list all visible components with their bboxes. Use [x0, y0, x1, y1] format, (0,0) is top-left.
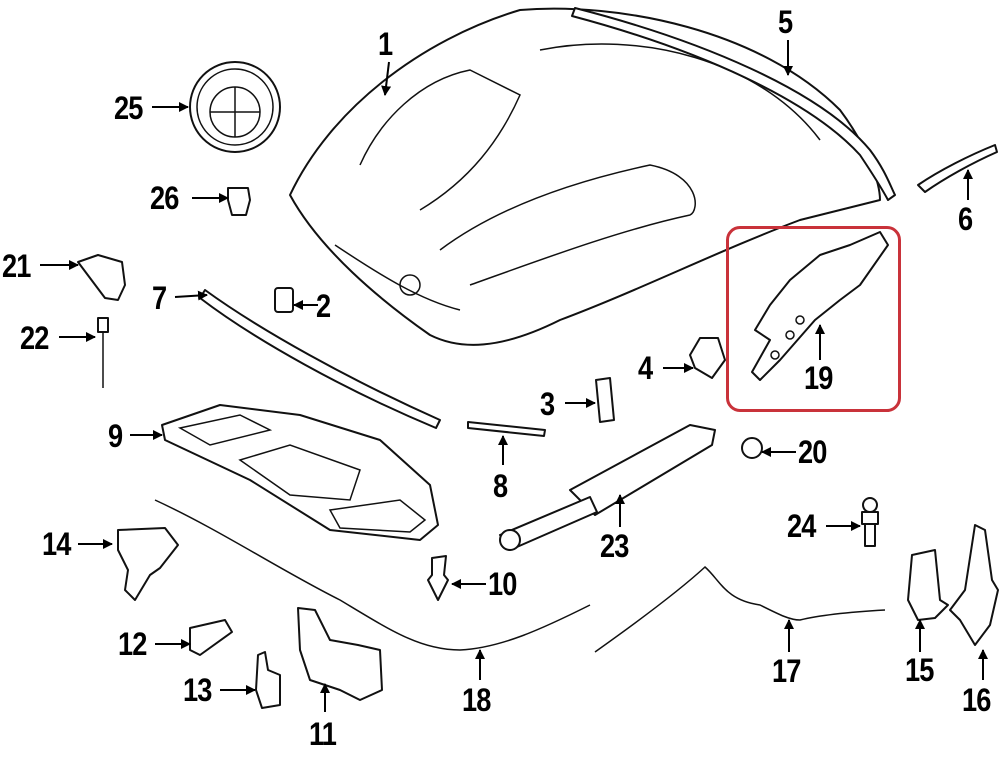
callout-11[interactable]: 11 [309, 716, 337, 752]
callout-12[interactable]: 12 [118, 626, 147, 662]
part-grommet[interactable] [227, 187, 251, 216]
callout-20[interactable]: 20 [798, 434, 827, 470]
callout-6[interactable]: 6 [958, 201, 973, 237]
highlight-box-part-19 [726, 226, 901, 412]
part-emblem[interactable] [189, 61, 281, 153]
part-adjustable-stop[interactable] [595, 377, 615, 423]
part-front-cable[interactable] [154, 499, 591, 651]
callout-14[interactable]: 14 [42, 526, 71, 562]
part-release-cable[interactable] [594, 565, 886, 653]
callout-24[interactable]: 24 [787, 508, 816, 544]
part-latch-bracket[interactable] [117, 527, 179, 601]
part-nut[interactable] [741, 437, 763, 459]
part-hood[interactable] [289, 7, 881, 346]
callout-22[interactable]: 22 [20, 320, 49, 356]
callout-5[interactable]: 5 [778, 4, 793, 40]
callout-13[interactable]: 13 [183, 672, 212, 708]
callout-26[interactable]: 26 [150, 180, 179, 216]
part-bumper-stop[interactable] [274, 287, 294, 313]
callout-17[interactable]: 17 [772, 653, 801, 689]
callout-7[interactable]: 7 [152, 280, 167, 316]
callout-4[interactable]: 4 [638, 350, 653, 386]
callout-18[interactable]: 18 [462, 682, 491, 718]
callout-21[interactable]: 21 [2, 248, 31, 284]
part-ball-stud[interactable] [689, 337, 726, 379]
part-insulator[interactable] [161, 404, 439, 541]
part-rivet[interactable] [97, 317, 109, 388]
part-left-hinge[interactable] [907, 549, 949, 621]
leader-lines [40, 40, 988, 712]
part-rear-seal[interactable] [571, 7, 896, 201]
callout-15[interactable]: 15 [905, 652, 934, 688]
part-latch[interactable] [297, 607, 383, 701]
callout-23[interactable]: 23 [600, 528, 629, 564]
callout-10[interactable]: 10 [488, 566, 517, 602]
callout-8[interactable]: 8 [493, 468, 508, 504]
part-retainer[interactable] [77, 254, 126, 301]
callout-2[interactable]: 2 [316, 288, 331, 324]
part-hinge[interactable] [751, 231, 889, 381]
callout-25[interactable]: 25 [114, 90, 143, 126]
part-front-seal[interactable] [199, 289, 441, 429]
callout-19[interactable]: 19 [804, 360, 833, 396]
part-stud[interactable] [861, 497, 879, 547]
callout-16[interactable]: 16 [962, 682, 991, 718]
callout-1[interactable]: 1 [378, 26, 393, 62]
callout-9[interactable]: 9 [108, 418, 123, 454]
part-bracket[interactable] [255, 651, 281, 709]
part-clip[interactable] [427, 555, 449, 601]
part-side-seal[interactable] [917, 144, 998, 193]
callout-3[interactable]: 3 [540, 386, 555, 422]
part-trim-strip[interactable] [467, 421, 546, 437]
part-lift-support[interactable] [499, 424, 716, 551]
part-release-handle[interactable] [189, 619, 233, 656]
part-right-hinge[interactable] [949, 524, 999, 646]
